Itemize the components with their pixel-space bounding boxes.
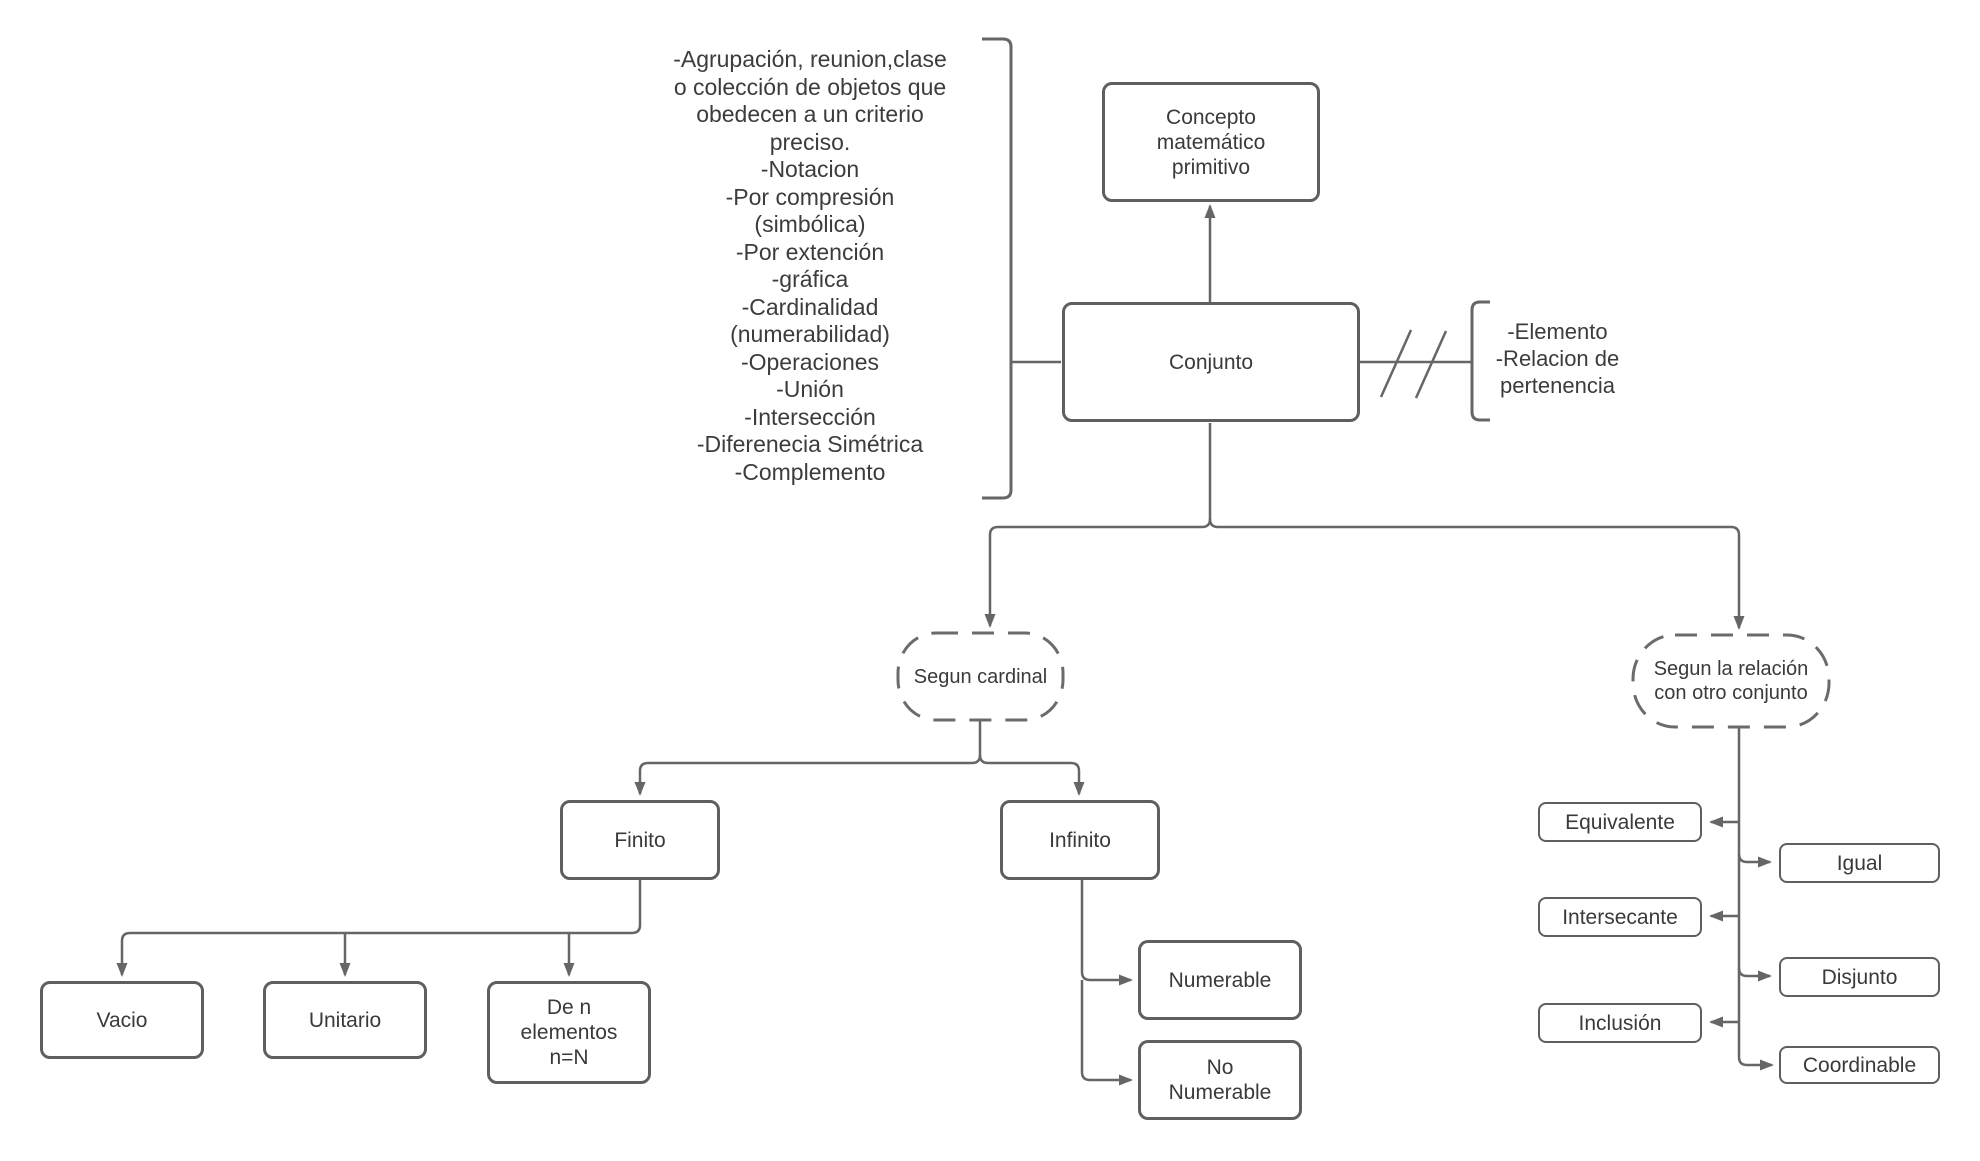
node-infinito: Infinito [1000, 800, 1160, 880]
node-conjunto: Conjunto [1062, 302, 1360, 422]
node-disjunto: Disjunto [1779, 957, 1940, 997]
node-unitario: Unitario [263, 981, 427, 1059]
node-coordinable: Coordinable [1779, 1046, 1940, 1084]
node-concepto: Concepto matemático primitivo [1102, 82, 1320, 202]
node-inclusion: Inclusión [1538, 1003, 1702, 1043]
node-segun-relacion-shape [1631, 633, 1831, 729]
edge-conjunto-segun-relacion [1208, 518, 1745, 630]
edge-relacion-igual [1737, 853, 1772, 868]
node-segun-cardinal-shape [896, 631, 1065, 722]
node-intersecante: Intersecante [1538, 897, 1702, 937]
edge-finito-vacio [116, 879, 642, 977]
node-segun-relacion-label: Segun la relación con otro conjunto [1653, 658, 1809, 704]
double-slash-mark-2 [1414, 330, 1448, 399]
edge-cardinal-infinito [978, 754, 1085, 796]
double-slash-mark-1 [1379, 329, 1413, 398]
annotation-conjunto-members: -Elemento -Relacion de pertenencia [1495, 319, 1620, 398]
node-igual: Igual [1779, 843, 1940, 883]
node-segun-cardinal-label: Segun cardinal [913, 665, 1048, 688]
node-numerable: Numerable [1138, 940, 1302, 1020]
edge-relacion-disjunto [1737, 967, 1772, 982]
annotation-conjunto-properties: -Agrupación, reunion,clase o colección d… [673, 46, 947, 485]
edge-infinito-numerable [1080, 880, 1133, 986]
node-finito: Finito [560, 800, 720, 880]
edge-cardinal-finito [634, 720, 982, 796]
edge-conjunto-segun-cardinal [984, 423, 1212, 628]
bracket-members [1470, 300, 1490, 422]
node-de-n-elementos: De n elementos n=N [487, 981, 651, 1084]
bracket-properties [982, 37, 1013, 500]
edge-relacion-coordinable [1737, 727, 1774, 1071]
edge-infinito-no-numerable [1080, 980, 1133, 1086]
node-vacio: Vacio [40, 981, 204, 1059]
node-equivalente: Equivalente [1538, 802, 1702, 842]
node-no-numerable: No Numerable [1138, 1040, 1302, 1120]
